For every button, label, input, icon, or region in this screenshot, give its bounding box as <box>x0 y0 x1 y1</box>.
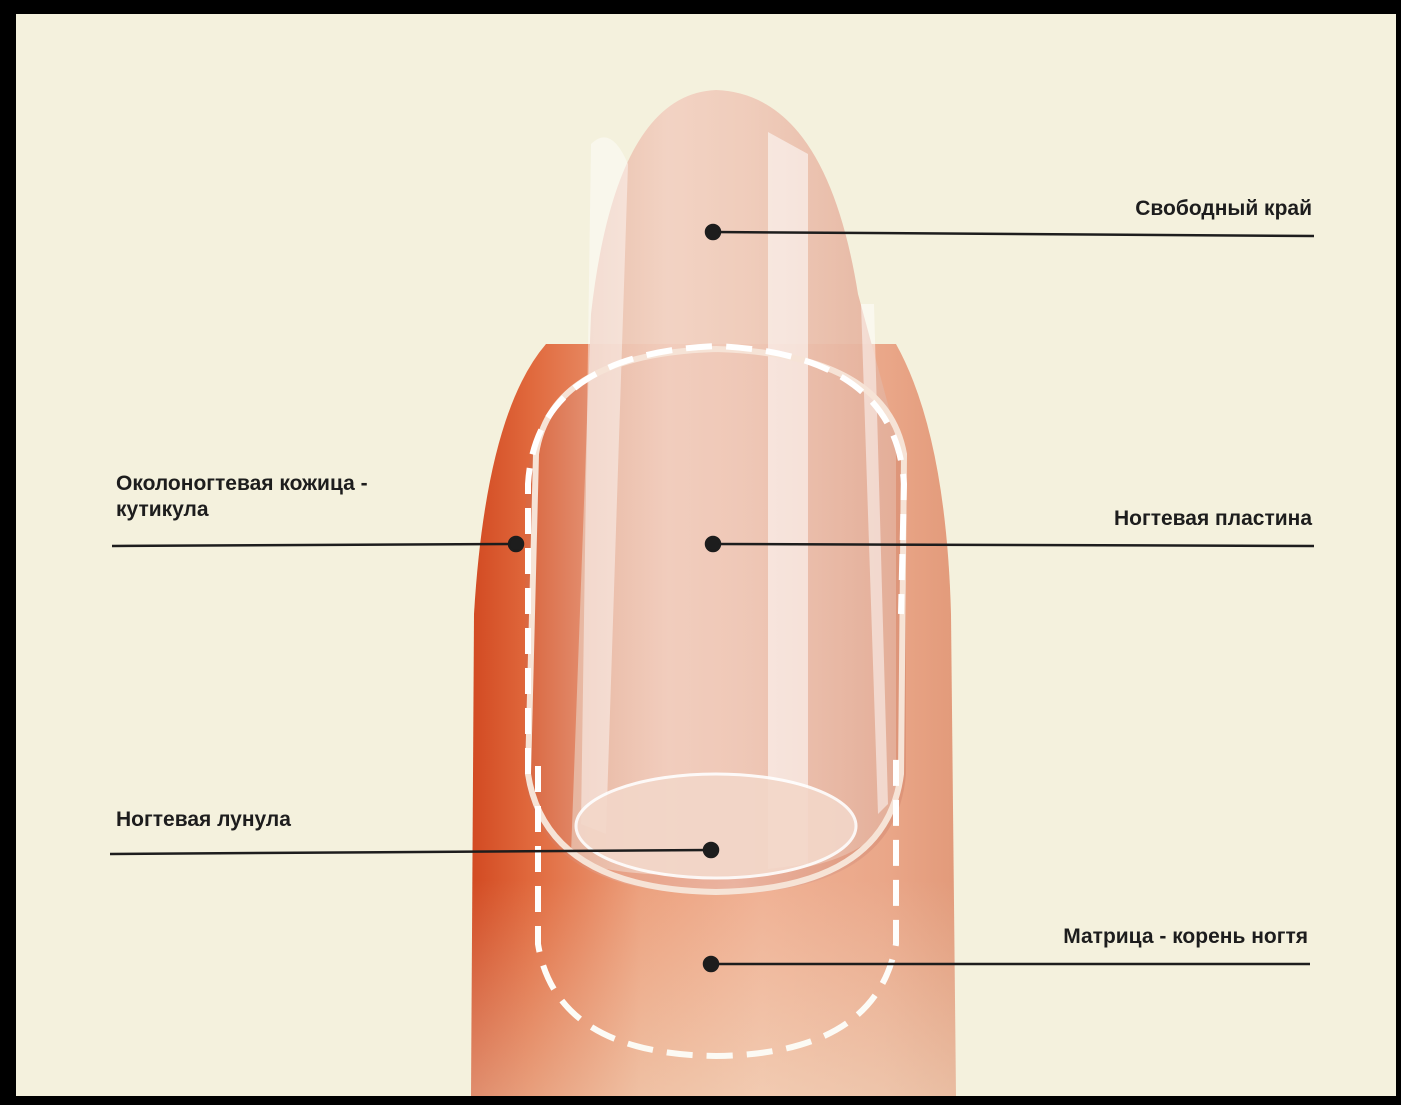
dot-nail-plate <box>706 537 720 551</box>
dot-matrix <box>704 957 718 971</box>
dot-cuticle <box>509 537 523 551</box>
label-free-edge: Свободный край <box>1036 196 1312 222</box>
diagram-canvas: Свободный край Ногтевая пластина Околоно… <box>16 14 1396 1096</box>
label-cuticle: Околоногтевая кожица - кутикула <box>116 471 368 523</box>
dot-free-edge <box>706 225 720 239</box>
label-nail-plate: Ногтевая пластина <box>996 506 1312 532</box>
label-cuticle-line1: Околоногтевая кожица - <box>116 471 368 497</box>
label-matrix: Матрица - корень ногтя <box>956 924 1308 950</box>
label-cuticle-line2: кутикула <box>116 497 368 523</box>
dot-lunula <box>704 843 718 857</box>
label-lunula: Ногтевая лунула <box>116 807 291 833</box>
